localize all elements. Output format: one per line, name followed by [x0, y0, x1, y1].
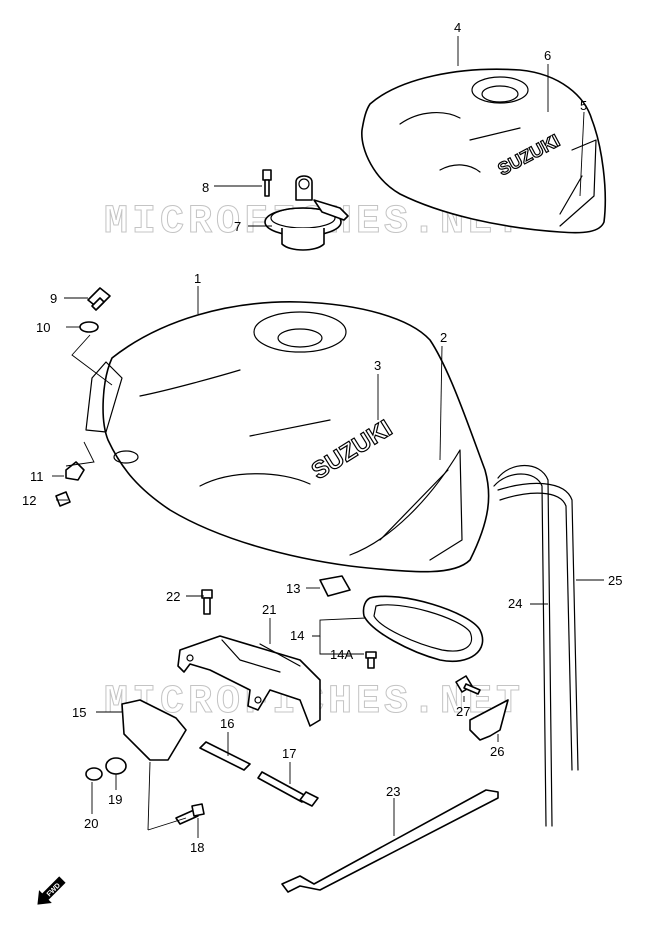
forward-arrow-icon: FWD	[37, 876, 66, 905]
callout-4: 4	[454, 20, 461, 35]
callout-13: 13	[286, 581, 300, 596]
callout-12: 12	[22, 493, 36, 508]
callout-6: 6	[544, 48, 551, 63]
callout-21: 21	[262, 602, 276, 617]
callout-14: 14	[290, 628, 304, 643]
callout-5: 5	[580, 98, 587, 113]
callout-17: 17	[282, 746, 296, 761]
callout-8: 8	[202, 180, 209, 195]
leader-lines	[52, 36, 604, 838]
bracket-bolt-upper-part[interactable]	[201, 589, 213, 615]
clamp-part[interactable]	[469, 699, 509, 741]
callout-7: 7	[234, 219, 241, 234]
long-bolt-part[interactable]	[257, 771, 319, 807]
bush-part[interactable]	[105, 757, 127, 775]
cap-nut-part[interactable]	[55, 491, 71, 507]
plate-bolt-part[interactable]	[365, 651, 377, 669]
callout-19: 19	[108, 792, 122, 807]
callout-25: 25	[608, 573, 622, 588]
tank-bracket-part[interactable]	[177, 635, 321, 727]
fuel-pump-plate-part[interactable]	[362, 595, 484, 663]
bracket-bolt-part[interactable]	[175, 803, 205, 825]
callout-26: 26	[490, 744, 504, 759]
callout-labels: 4 6 5 8 7 9 10 1 2 3 11 12 13 14 14A 22 …	[22, 20, 622, 855]
callout-10: 10	[36, 320, 50, 335]
rear-bracket-part[interactable]	[121, 699, 187, 761]
prop-rod-part[interactable]	[281, 789, 499, 893]
pin-part[interactable]	[199, 741, 251, 771]
callout-20: 20	[84, 816, 98, 831]
callout-3: 3	[374, 358, 381, 373]
callout-18: 18	[190, 840, 204, 855]
callout-15: 15	[72, 705, 86, 720]
callout-14a: 14A	[330, 647, 353, 662]
callout-23: 23	[386, 784, 400, 799]
tank-cover-part[interactable]: SUZUKI	[361, 68, 607, 234]
drain-hose-part[interactable]	[497, 482, 579, 771]
fuel-cap-part[interactable]	[264, 175, 349, 251]
breather-hose-part[interactable]	[493, 465, 553, 827]
cap-bolt-part[interactable]	[262, 169, 272, 197]
rubber-cushion-part[interactable]	[319, 575, 351, 597]
clamp-screw-part[interactable]	[455, 675, 481, 695]
collar-part[interactable]	[85, 767, 103, 781]
callout-9: 9	[50, 291, 57, 306]
callout-24: 24	[508, 596, 522, 611]
callout-27: 27	[456, 704, 470, 719]
callout-1: 1	[194, 271, 201, 286]
callout-2: 2	[440, 330, 447, 345]
mounting-bolt-part[interactable]	[87, 287, 111, 311]
callout-22: 22	[166, 589, 180, 604]
cushion-part[interactable]	[65, 461, 85, 481]
washer-part[interactable]	[79, 321, 99, 333]
fuel-tank-part[interactable]: SUZUKI	[85, 301, 490, 573]
callout-11: 11	[30, 469, 44, 484]
callout-16: 16	[220, 716, 234, 731]
